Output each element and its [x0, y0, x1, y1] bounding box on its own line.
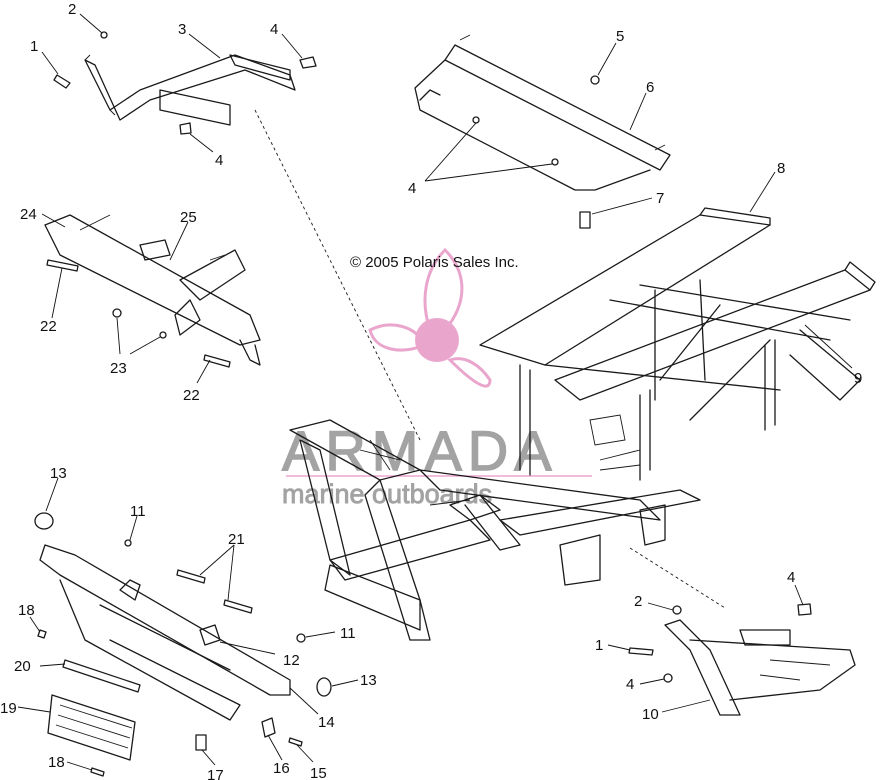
bolt-part-22-upper — [46, 259, 79, 272]
callout-20: 20 — [14, 658, 31, 675]
callout-2-left: 2 — [68, 1, 76, 18]
reference-line-lower — [629, 547, 726, 609]
bolt-part-11-upper — [124, 539, 132, 547]
callout-22-lower: 22 — [183, 387, 200, 404]
callout-1-right: 1 — [595, 637, 603, 654]
clip-part-16 — [261, 717, 276, 738]
bolt-part-4-rear-low — [663, 673, 673, 683]
callout-16: 16 — [273, 760, 290, 777]
bolt-part-21-a — [176, 569, 206, 584]
callout-11-upper: 11 — [130, 503, 146, 520]
callout-22-upper: 22 — [40, 318, 57, 335]
front-bracket-assembly — [84, 54, 296, 126]
nut-part-5 — [590, 75, 600, 85]
bolt-part-21-b — [223, 599, 253, 614]
callout-18-lower: 18 — [48, 754, 65, 771]
rear-bracket-assembly — [664, 619, 856, 716]
grille-mesh-part-19 — [47, 694, 136, 761]
callout-17: 17 — [207, 767, 224, 780]
bolt-part-22-lower — [203, 354, 231, 368]
callout-4-bed: 4 — [408, 180, 416, 197]
callout-13-left: 13 — [50, 465, 67, 482]
callout-25: 25 — [180, 209, 197, 226]
callout-1-left: 1 — [30, 38, 38, 55]
callout-7: 7 — [656, 190, 664, 207]
reference-line-upper — [254, 109, 421, 441]
callout-23: 23 — [110, 360, 127, 377]
bolt-part-4-bed-a — [472, 116, 480, 124]
callout-6: 6 — [646, 79, 654, 96]
bolt-part-4-rear-top — [797, 603, 812, 616]
callout-10: 10 — [642, 706, 659, 723]
bolt-part-1-right — [628, 647, 654, 656]
bumper-cap-part-13-left — [34, 512, 54, 530]
callout-14: 14 — [318, 714, 335, 731]
watermark-brand: ARMADA — [282, 419, 558, 482]
screw-part-15 — [288, 737, 303, 747]
nut-part-2-left — [100, 31, 108, 39]
callout-2-right: 2 — [634, 593, 642, 610]
bolt-part-1-left — [53, 74, 71, 89]
nut-part-2-right — [672, 605, 682, 615]
propeller-icon — [368, 247, 492, 388]
callout-19: 19 — [0, 700, 17, 717]
callout-8: 8 — [777, 160, 785, 177]
callout-12: 12 — [283, 652, 300, 669]
callout-4-mid: 4 — [215, 152, 223, 169]
callout-5: 5 — [616, 28, 624, 45]
callout-15: 15 — [310, 765, 327, 780]
bolt-part-18-upper — [37, 629, 47, 639]
bolt-part-4-mid — [179, 122, 192, 135]
nut-part-11-lower — [296, 633, 306, 643]
grille-insert-part-20 — [62, 659, 141, 693]
nut-part-23-a — [112, 308, 122, 318]
callout-11-lower: 11 — [340, 625, 356, 642]
callout-9: 9 — [854, 370, 862, 387]
callout-21: 21 — [228, 531, 245, 548]
leader-lines — [17, 13, 853, 771]
callout-13-right: 13 — [360, 672, 377, 689]
callout-3: 3 — [178, 21, 186, 38]
main-frame — [289, 207, 876, 641]
bolt-part-4-top — [299, 56, 317, 69]
callout-4-rear-low: 4 — [626, 676, 634, 693]
bumper-cap-part-13-right — [316, 677, 332, 697]
bolt-part-18-lower — [90, 767, 105, 777]
front-bumper — [39, 544, 291, 721]
bolt-part-17 — [195, 734, 207, 751]
copyright-notice: © 2005 Polaris Sales Inc. — [350, 254, 519, 271]
nut-part-23-b — [159, 331, 167, 339]
watermark-tagline: marine outboards — [282, 479, 492, 509]
callout-4-top: 4 — [270, 21, 278, 38]
bracket-part-7 — [579, 211, 591, 229]
front-support-assembly — [44, 214, 261, 366]
rear-bed-support — [414, 34, 671, 191]
watermark-logo: ARMADA marine outboards — [281, 247, 592, 509]
callout-4-rear-top: 4 — [787, 569, 795, 586]
callout-18-upper: 18 — [18, 602, 35, 619]
callouts: 1 2 3 4 4 5 6 4 7 8 24 25 22 23 22 9 13 … — [0, 1, 862, 780]
bolt-part-4-bed-b — [551, 158, 559, 166]
callout-24: 24 — [20, 206, 37, 223]
